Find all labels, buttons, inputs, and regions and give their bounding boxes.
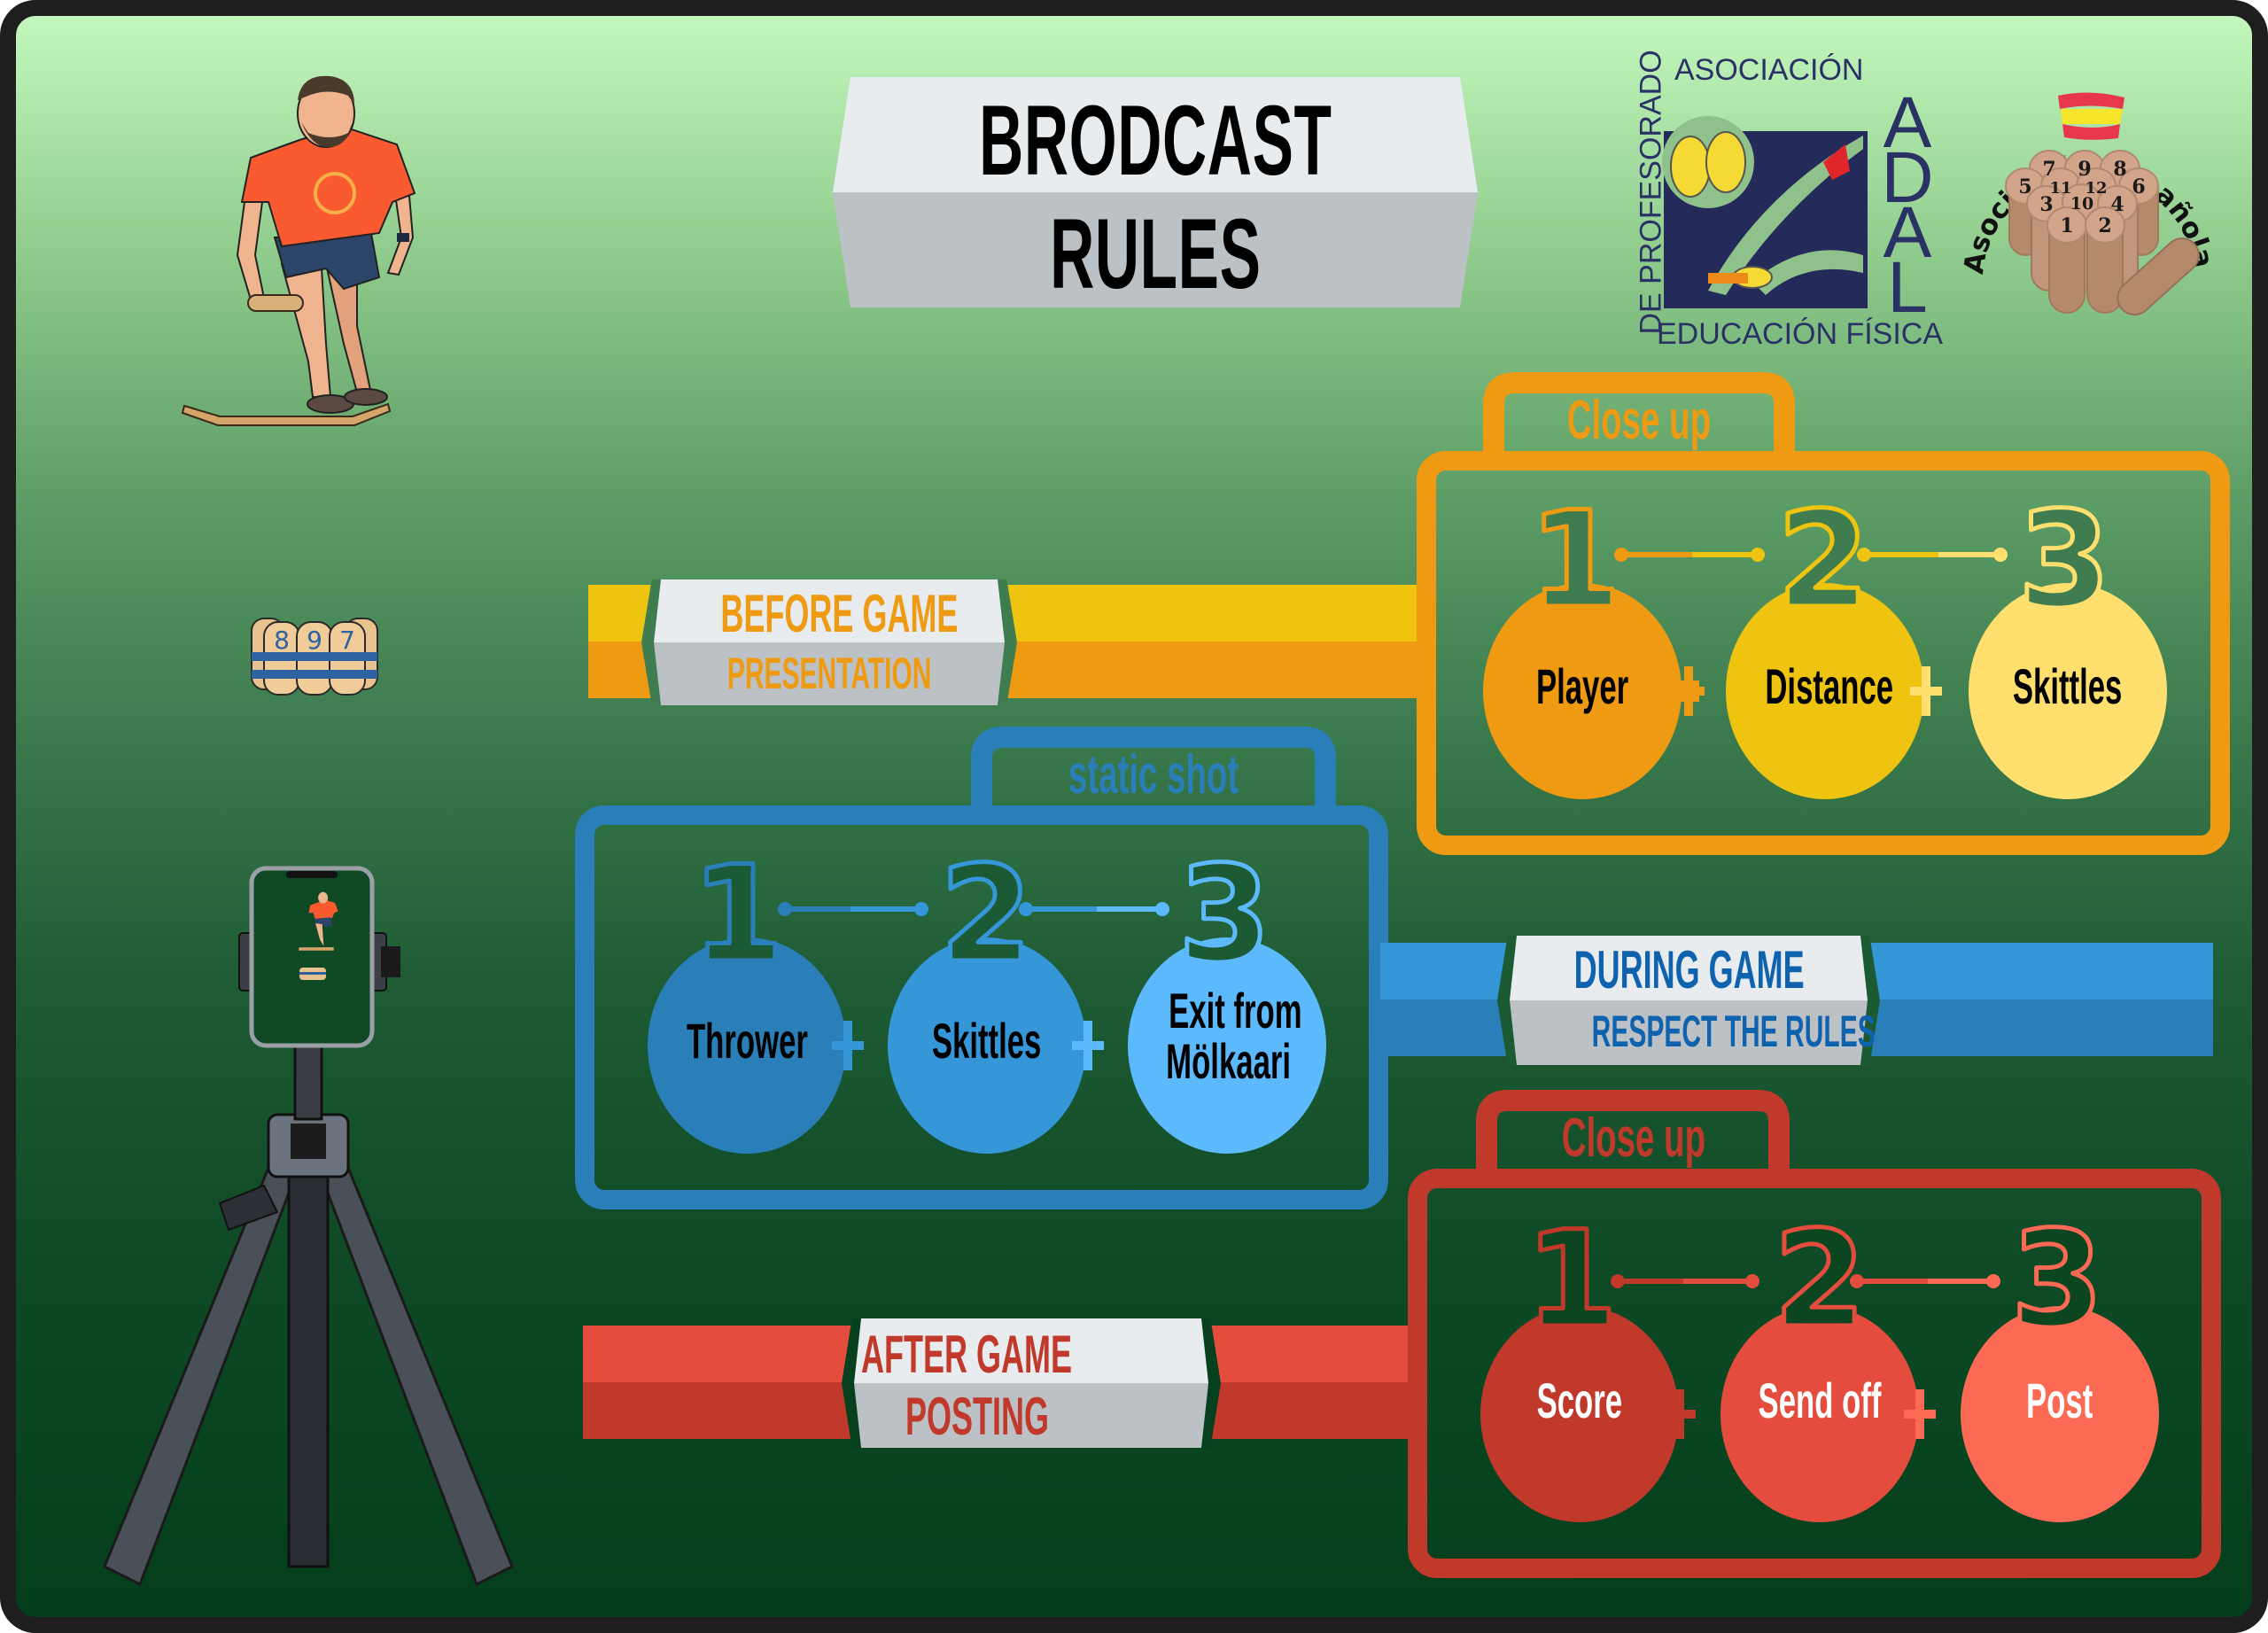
tripod-leg-center bbox=[287, 1157, 330, 1568]
title-plate: BRODCAST RULES bbox=[833, 77, 1478, 307]
plus-icon bbox=[1072, 1021, 1104, 1070]
step-label: Distance bbox=[1765, 658, 1894, 714]
svg-text:7: 7 bbox=[2042, 158, 2055, 181]
step-circle bbox=[1726, 583, 1924, 799]
molkky-association-logo: Asociación Española de Mölkky 7 bbox=[1947, 69, 2213, 316]
step-number: 2 bbox=[940, 838, 1032, 992]
svg-text:10: 10 bbox=[2070, 194, 2093, 214]
step-circle bbox=[648, 937, 846, 1154]
svg-text:4: 4 bbox=[2110, 193, 2124, 216]
before-game-subheading: PRESENTATION bbox=[726, 649, 932, 698]
step-circle bbox=[1483, 583, 1682, 799]
svg-text:8: 8 bbox=[2113, 158, 2126, 181]
player-illustration bbox=[181, 75, 416, 426]
during-game-shot-type: static shot bbox=[1068, 744, 1239, 805]
plus-icon bbox=[832, 1021, 864, 1070]
step-number: 3 bbox=[2018, 484, 2110, 638]
step-number: 3 bbox=[2011, 1203, 2103, 1357]
after-game-heading: AFTER GAME bbox=[861, 1325, 1072, 1384]
svg-text:6: 6 bbox=[2132, 175, 2145, 198]
svg-text:12: 12 bbox=[2085, 179, 2107, 198]
phone-icon bbox=[249, 866, 375, 1048]
svg-text:9: 9 bbox=[2078, 158, 2091, 181]
adal-letters: A D A L bbox=[1876, 82, 1938, 328]
adal-emblem-icon bbox=[1662, 116, 1868, 308]
before-game-heading: BEFORE GAME bbox=[720, 584, 959, 643]
during-game-heading: DURING GAME bbox=[1573, 940, 1805, 999]
step-label: Send off bbox=[1758, 1372, 1882, 1428]
after-game-shot-type: Close up bbox=[1561, 1108, 1706, 1169]
svg-text:2: 2 bbox=[2098, 214, 2111, 237]
skittle-number: 7 bbox=[339, 626, 355, 655]
tripod-leg-right bbox=[320, 1166, 514, 1587]
adal-letter: L bbox=[1887, 247, 1928, 328]
step-label: Score bbox=[1536, 1372, 1623, 1428]
title-plate-shape bbox=[833, 77, 1478, 307]
before-game-shot-type: Close up bbox=[1566, 390, 1712, 451]
adal-letter: A bbox=[1883, 82, 1932, 163]
after-game-panel: 1 2 3 Close up Score Send off Post bbox=[1407, 1086, 2222, 1582]
step-circle bbox=[1961, 1306, 2159, 1522]
after-game-plate: AFTER GAME POSTING bbox=[842, 1318, 1221, 1448]
title-line-2: RULES bbox=[1049, 198, 1262, 309]
step-label: Skittles bbox=[2013, 658, 2123, 714]
step-label: Player bbox=[1535, 658, 1629, 714]
adal-top-text: ASOCIACIÓN bbox=[1674, 53, 1864, 87]
plus-icon bbox=[1673, 666, 1705, 716]
adal-logo: ASOCIACIÓN DE PROFESORADO EDUCACIÓN FÍSI… bbox=[1593, 43, 1947, 362]
skittle-number: 9 bbox=[307, 626, 322, 655]
molkky-stick-icon bbox=[247, 294, 304, 312]
skittles-illustration: 8 9 7 bbox=[251, 618, 378, 696]
step-label: Skittles bbox=[932, 1013, 1042, 1069]
plus-icon bbox=[1910, 666, 1942, 716]
during-game-subheading: RESPECT THE RULES bbox=[1591, 1007, 1876, 1056]
svg-text:11: 11 bbox=[2049, 179, 2071, 198]
adal-letter: D bbox=[1881, 137, 1934, 218]
adal-letter: A bbox=[1883, 192, 1932, 273]
plus-icon bbox=[1904, 1389, 1936, 1439]
step-circle bbox=[1969, 583, 2167, 799]
svg-text:1: 1 bbox=[2060, 214, 2073, 237]
during-game-plate: DURING GAME RESPECT THE RULES bbox=[1497, 936, 1880, 1065]
step-number: 2 bbox=[1777, 484, 1869, 638]
tripod-leg-left bbox=[103, 1166, 297, 1587]
step-label: Exit from Mölkaari bbox=[1166, 983, 1302, 1090]
step-circle bbox=[1480, 1306, 1679, 1522]
step-number: 1 bbox=[1529, 484, 1621, 638]
adal-bottom-text: EDUCACIÓN FÍSICA bbox=[1657, 317, 1944, 351]
skittle-number: 8 bbox=[274, 626, 290, 655]
step-number: 3 bbox=[1178, 838, 1270, 992]
step-label: Post bbox=[2026, 1372, 2093, 1428]
step-label: Thrower bbox=[686, 1013, 808, 1069]
molkky-stick-icon bbox=[2117, 237, 2200, 316]
step-circle bbox=[888, 937, 1086, 1154]
plus-icon bbox=[1664, 1389, 1696, 1439]
molkkaari-icon bbox=[181, 402, 392, 426]
step-number: 2 bbox=[1774, 1203, 1866, 1357]
title-line-1: BRODCAST bbox=[978, 85, 1332, 196]
step-circle bbox=[1128, 937, 1326, 1154]
after-game-subheading: POSTING bbox=[905, 1387, 1050, 1446]
during-game-panel: 1 2 3 static shot Thrower Skittles Exit … bbox=[574, 723, 1389, 1210]
step-number: 1 bbox=[1526, 1203, 1618, 1357]
before-game-plate: BEFORE GAME PRESENTATION bbox=[641, 579, 1017, 705]
svg-text:5: 5 bbox=[2018, 175, 2031, 198]
step-circle bbox=[1720, 1306, 1919, 1522]
step-number: 1 bbox=[692, 838, 784, 992]
svg-text:3: 3 bbox=[2039, 193, 2053, 216]
before-game-panel: 1 2 3 Close up Player Distance Skittles bbox=[1416, 369, 2231, 856]
tripod-phone-illustration bbox=[103, 866, 514, 1587]
